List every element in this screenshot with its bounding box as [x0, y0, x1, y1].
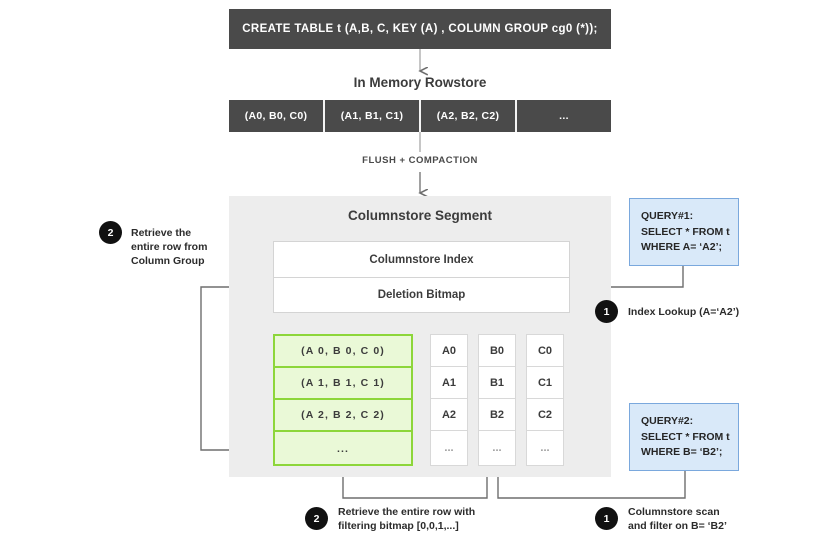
create-table-statement-bar: CREATE TABLE t (A,B, C, KEY (A) , COLUMN… [229, 9, 611, 49]
rowstore-cell: (A2, B2, C2) [421, 100, 517, 132]
step-badge-1-index-lookup: 1 [595, 300, 618, 323]
column-a-stack: A0 A1 A2 ... [430, 334, 468, 466]
column-a-cell: ... [444, 442, 454, 454]
column-group-block: (A 0, B 0, C 0) (A 1, B 1, C 1) (A 2, B … [273, 334, 413, 466]
rowstore-cell: ... [559, 110, 569, 122]
query-2-line: SELECT * FROM t [641, 430, 730, 443]
segment-metadata-stack: Columnstore Index Deletion Bitmap [273, 241, 570, 313]
column-group-row: (A 1, B 1, C 1) [275, 368, 411, 400]
rowstore-cell: (A0, B0, C0) [229, 100, 325, 132]
column-a-cell: A1 [431, 367, 467, 399]
column-c-cell: C2 [527, 399, 563, 431]
rowstore-cell: (A1, B1, C1) [325, 100, 421, 132]
query-1-line: WHERE A= ‘A2’; [641, 241, 722, 253]
column-b-cell: B2 [479, 399, 515, 431]
column-group-row: (A 2, B 2, C 2) [275, 400, 411, 432]
columnstore-index-row: Columnstore Index [274, 242, 569, 278]
annotation-index-lookup: Index Lookup (A=‘A2’) [628, 306, 740, 318]
column-b-cell: B0 [479, 335, 515, 367]
query-2-line: WHERE B= ‘B2’; [641, 446, 723, 458]
query-1-line: QUERY#1: [641, 210, 694, 222]
column-c-cell: C0 [527, 335, 563, 367]
step-badge-2-bitmap: 2 [305, 507, 328, 530]
column-group-row: ... [336, 443, 350, 455]
deletion-bitmap-row: Deletion Bitmap [377, 289, 466, 301]
query-2-line: QUERY#2: [641, 415, 694, 427]
query-1-box: QUERY#1: SELECT * FROM t WHERE A= ‘A2’; [629, 198, 739, 266]
column-a-cell: A0 [431, 335, 467, 367]
column-a-cell: A2 [431, 399, 467, 431]
step-badge-1-columnstore-scan: 1 [595, 507, 618, 530]
annotation-retrieve-with-bitmap: Retrieve the entire row with filtering b… [338, 506, 476, 532]
column-c-cell: ... [540, 442, 550, 454]
step-badge-2-left: 2 [99, 221, 122, 244]
column-b-stack: B0 B1 B2 ... [478, 334, 516, 466]
column-b-cell: ... [492, 442, 502, 454]
query-1-line: SELECT * FROM t [641, 225, 730, 238]
flush-compaction-label: FLUSH + COMPACTION [362, 155, 478, 166]
column-group-row: (A 0, B 0, C 0) [275, 336, 411, 368]
rowstore-row-strip: (A0, B0, C0) (A1, B1, C1) (A2, B2, C2) .… [229, 100, 611, 132]
create-table-statement-text: CREATE TABLE t (A,B, C, KEY (A) , COLUMN… [242, 23, 598, 35]
annotation-retrieve-from-column-group: Retrieve the entire row from Column Grou… [131, 227, 208, 267]
column-c-stack: C0 C1 C2 ... [526, 334, 564, 466]
query-2-box: QUERY#2: SELECT * FROM t WHERE B= ‘B2’; [629, 403, 739, 471]
rowstore-title: In Memory Rowstore [353, 75, 487, 90]
annotation-columnstore-scan: Columnstore scan and filter on B= ‘B2’ [628, 506, 727, 532]
column-c-cell: C1 [527, 367, 563, 399]
columnstore-segment-title: Columnstore Segment [347, 208, 493, 223]
column-b-cell: B1 [479, 367, 515, 399]
